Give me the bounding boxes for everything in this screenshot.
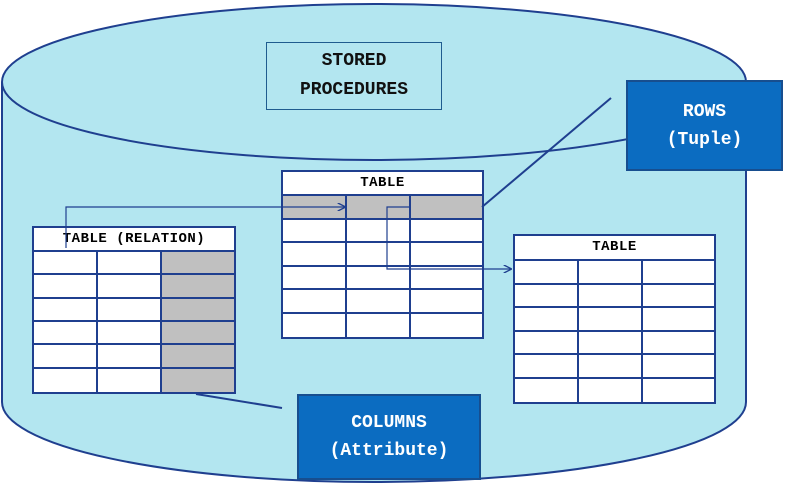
- table-right-grid: [515, 261, 714, 402]
- table-relation-cell: [162, 368, 234, 392]
- stored-procedures-line1: STORED: [321, 51, 387, 71]
- table-relation-cell: [34, 298, 98, 322]
- table-right-cell: [515, 331, 579, 355]
- table-relation-cell: [162, 252, 234, 276]
- table-right-cell: [643, 355, 714, 379]
- table-relation-cell: [34, 275, 98, 299]
- table-relation-cell: [34, 345, 98, 369]
- table-right-cell: [579, 355, 643, 379]
- table-right-cell: [515, 355, 579, 379]
- table-right-cell: [643, 308, 714, 332]
- columns-label-line1: COLUMNS: [351, 413, 427, 433]
- table-right-cell: [643, 331, 714, 355]
- table-middle-cell: [283, 313, 347, 337]
- table-relation-cell: [162, 345, 234, 369]
- table-relation-cell: [34, 252, 98, 276]
- table-right-cell: [515, 308, 579, 332]
- table-right-cell: [579, 378, 643, 402]
- table-right-cell: [643, 378, 714, 402]
- table-middle-cell: [347, 313, 411, 337]
- table-relation-title: TABLE (RELATION): [34, 228, 234, 252]
- rows-label-line2: (Tuple): [666, 129, 743, 150]
- table-relation: TABLE (RELATION): [32, 226, 236, 394]
- stored-procedures-line2: PROCEDURES: [299, 80, 409, 100]
- table-right-cell: [515, 378, 579, 402]
- table-relation-cell: [162, 275, 234, 299]
- table-right: TABLE: [513, 234, 716, 404]
- table-right-cell: [579, 261, 643, 285]
- table-middle-cell: [283, 266, 347, 290]
- table-middle-cell: [411, 290, 482, 314]
- rows-label-line1: ROWS: [682, 101, 727, 122]
- table-middle-cell: [347, 243, 411, 267]
- table-middle-cell: [283, 243, 347, 267]
- table-relation-grid: [34, 252, 234, 392]
- rows-label: ROWS (Tuple): [626, 80, 783, 171]
- table-right-cell: [515, 261, 579, 285]
- table-middle-cell: [283, 196, 347, 220]
- table-middle: TABLE: [281, 170, 484, 339]
- columns-label: COLUMNS (Attribute): [297, 394, 481, 480]
- table-relation-cell: [34, 322, 98, 346]
- table-relation-cell: [98, 345, 162, 369]
- table-right-cell: [515, 284, 579, 308]
- stored-procedures-box: STORED PROCEDURES: [266, 42, 442, 110]
- table-relation-cell: [34, 368, 98, 392]
- table-middle-cell: [411, 266, 482, 290]
- table-relation-cell: [162, 298, 234, 322]
- table-right-cell: [579, 284, 643, 308]
- table-middle-cell: [411, 313, 482, 337]
- table-relation-cell: [98, 322, 162, 346]
- table-relation-cell: [98, 275, 162, 299]
- table-right-title: TABLE: [515, 236, 714, 261]
- table-middle-cell: [411, 196, 482, 220]
- table-middle-grid: [283, 196, 482, 337]
- table-middle-cell: [411, 219, 482, 243]
- table-right-cell: [579, 331, 643, 355]
- table-middle-cell: [347, 219, 411, 243]
- table-relation-cell: [98, 298, 162, 322]
- table-middle-cell: [347, 266, 411, 290]
- table-middle-title: TABLE: [283, 172, 482, 196]
- table-right-cell: [579, 308, 643, 332]
- table-right-cell: [643, 261, 714, 285]
- table-middle-cell: [347, 196, 411, 220]
- columns-label-line2: (Attribute): [329, 441, 449, 461]
- table-relation-cell: [98, 252, 162, 276]
- table-relation-cell: [98, 368, 162, 392]
- table-middle-cell: [283, 219, 347, 243]
- table-right-cell: [643, 284, 714, 308]
- table-middle-cell: [283, 290, 347, 314]
- table-relation-cell: [162, 322, 234, 346]
- table-middle-cell: [411, 243, 482, 267]
- table-middle-cell: [347, 290, 411, 314]
